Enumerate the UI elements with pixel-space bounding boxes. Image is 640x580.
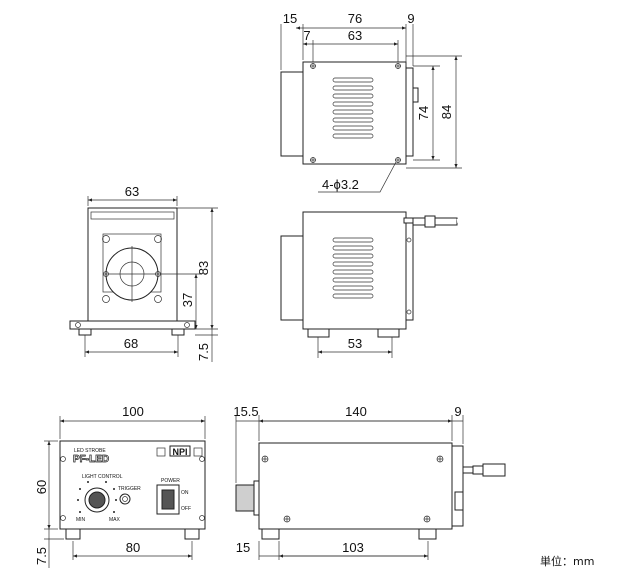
dim-panel-100: 100	[122, 404, 144, 419]
hole-note: 4-ϕ3.2	[322, 177, 359, 192]
dim-top-15: 15	[283, 11, 297, 26]
long-side-knob	[235, 484, 255, 512]
long-side-body	[258, 442, 453, 530]
top-view: 15 76 9 7 63 74 84 4-ϕ3.2	[280, 11, 462, 193]
top-view-back-plate	[405, 67, 414, 157]
dim-top-9: 9	[407, 11, 414, 26]
long-side-view: 15.5 140 9 15 103	[233, 404, 464, 560]
dim-top-76: 76	[348, 11, 362, 26]
dim-side-53: 53	[348, 336, 362, 351]
dim-top-74: 74	[416, 106, 431, 120]
dim-long-15-5: 15.5	[233, 404, 258, 419]
side-small-body	[302, 211, 407, 330]
top-view-vents	[332, 77, 374, 139]
top-view-body	[302, 61, 407, 165]
front-view: 63 83 37 7.5 68	[69, 184, 218, 362]
dim-long-103: 103	[342, 540, 364, 555]
dim-panel-7-5: 7.5	[34, 547, 49, 565]
dim-front-68: 68	[124, 336, 138, 351]
dim-long-15: 15	[236, 540, 250, 555]
top-view-lens-block	[280, 71, 304, 157]
panel-off-label: OFF	[181, 506, 191, 512]
dim-top-84: 84	[439, 105, 454, 119]
side-small-view: 53	[280, 211, 414, 358]
unit-label: 単位：mm	[540, 554, 594, 568]
panel-on-label: ON	[181, 490, 189, 496]
panel-trigger-jack	[119, 493, 131, 505]
panel-logo: NPI	[172, 447, 187, 457]
dim-top-63: 63	[348, 28, 362, 43]
dim-long-9: 9	[454, 404, 461, 419]
cable-connector-bottom	[482, 463, 506, 477]
side-small-vents	[332, 237, 374, 299]
cable-connector-top	[412, 217, 426, 226]
panel-brand: LED STROBE	[74, 448, 106, 454]
panel-max-label: MAX	[109, 517, 121, 523]
top-view-holes	[310, 63, 401, 163]
dim-front-7-5: 7.5	[196, 343, 211, 361]
front-view-base	[69, 320, 196, 330]
cable	[412, 215, 626, 477]
panel-min-label: MIN	[76, 517, 86, 523]
cable-outer	[456, 219, 624, 471]
dim-long-140: 140	[345, 404, 367, 419]
panel-trigger-label: TRIGGER	[118, 486, 141, 492]
dim-top-7: 7	[303, 28, 310, 43]
dim-panel-60: 60	[34, 480, 49, 494]
panel-view: LED STROBE PF-LED NPI LIGHT CONTROL MIN …	[34, 404, 206, 568]
panel-light-control-label: LIGHT CONTROL	[82, 474, 123, 480]
dim-front-83: 83	[196, 261, 211, 275]
dim-panel-80: 80	[126, 540, 140, 555]
side-small-lens-block	[280, 235, 304, 321]
panel-model: PF-LED	[73, 454, 109, 465]
panel-power-label: POWER	[161, 478, 180, 484]
dim-front-37: 37	[180, 293, 195, 307]
dim-front-63: 63	[125, 184, 139, 199]
